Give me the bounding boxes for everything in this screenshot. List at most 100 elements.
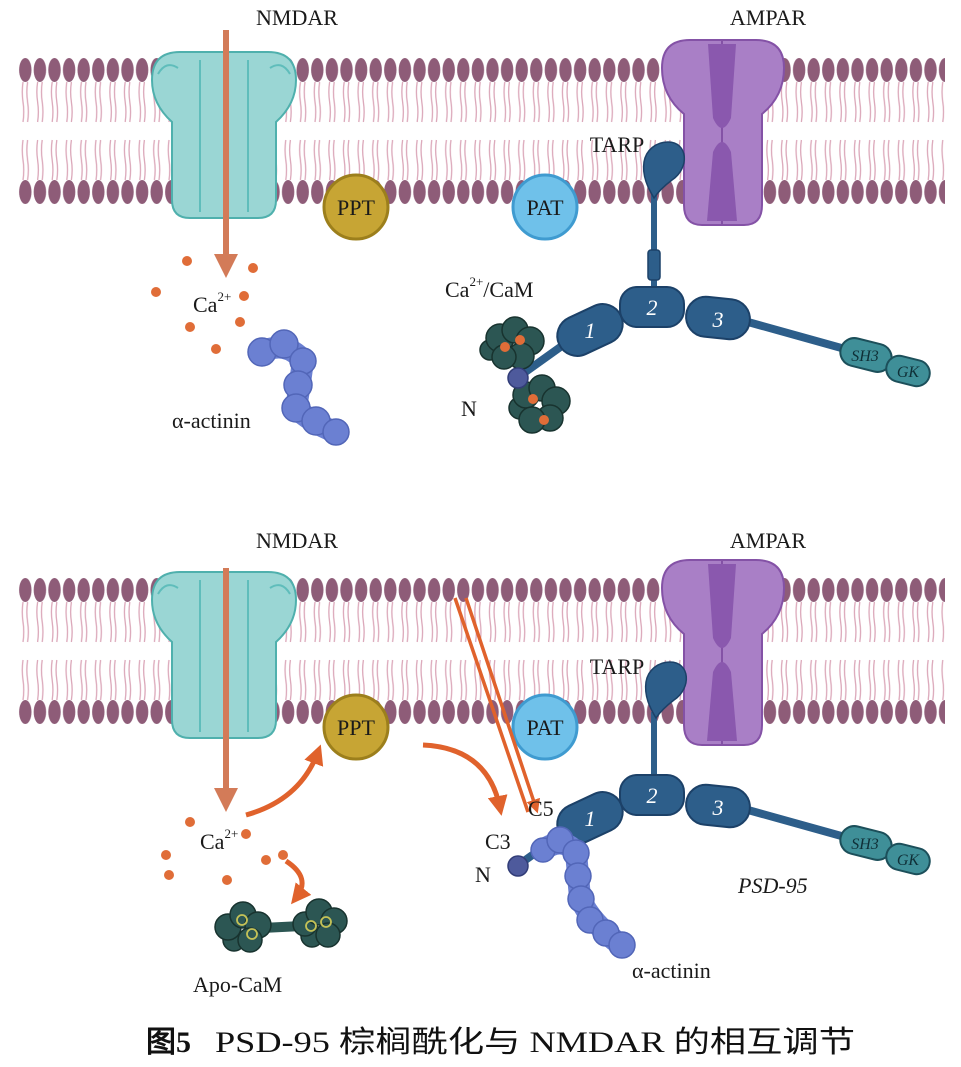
top-alpha-actinin (247, 329, 350, 446)
calcium-to-ppt-arrow (245, 744, 324, 818)
bottom-tarp (644, 661, 688, 780)
calcium-ion (261, 855, 271, 865)
calcium-label-sup: 2+ (224, 826, 238, 841)
calcium-ion (239, 291, 249, 301)
bottom-alpha-actinin (530, 826, 636, 959)
bottom-calcium-ions (161, 817, 288, 885)
psd95-sh3-label: SH3 (851, 836, 879, 853)
alpha-actinin-lobe (608, 931, 636, 959)
psd95-pdz2 (619, 286, 685, 328)
nmdar-notch-left (157, 584, 179, 595)
apo-cam-lobe (237, 927, 263, 953)
bound-calcium-ion (528, 394, 538, 404)
alpha-actinin-lobe (289, 347, 317, 375)
bottom-n-terminus-label: N (475, 862, 491, 887)
top-ca-calmodulin (479, 316, 571, 434)
psd95-pdz3 (685, 783, 751, 829)
bottom-ampar-channel (660, 559, 786, 746)
calcium-ion (235, 317, 245, 327)
top-nmdar-label: NMDAR (256, 5, 338, 30)
bottom-ppt-enzyme (322, 693, 390, 761)
nmdar-notch-right (269, 584, 291, 595)
psd95-pdz2 (619, 774, 685, 816)
alpha-actinin-lobe (269, 329, 299, 359)
top-psd95: 1 2 3 SH3 GK (513, 286, 931, 388)
psd95-gk-label: GK (897, 852, 921, 869)
tarp-head (642, 141, 686, 200)
top-pat-label: PAT (526, 195, 564, 220)
calcium-ion (222, 875, 232, 885)
top-pat-enzyme (511, 173, 579, 241)
bottom-alpha-actinin-label: α-actinin (632, 958, 711, 983)
bottom-nmdar-label: NMDAR (256, 528, 338, 553)
ampar-left-subunit (660, 559, 723, 746)
calcium-ion (182, 256, 192, 266)
ampar-pore-lower (707, 662, 737, 741)
top-alpha-actinin-label: α-actinin (172, 408, 251, 433)
ca-cam-label-base: Ca (445, 277, 470, 302)
bound-calcium-ion (515, 335, 525, 345)
empty-calcium-site (320, 916, 332, 928)
nmdar-right-subunit (223, 51, 298, 219)
ampar-right-subunit (721, 39, 786, 226)
bottom-palmitoylation-arrow (453, 597, 540, 814)
nmdar-notch-left (157, 64, 179, 75)
bottom-ampar-label: AMPAR (730, 528, 807, 553)
diagonal-arrow-line (464, 597, 540, 814)
psd95-pdz2-label: 2 (647, 783, 658, 808)
ampar-right-subunit (721, 559, 786, 746)
bottom-c3-label: C3 (485, 829, 511, 854)
psd95-gk-label: GK (897, 364, 921, 381)
bottom-apo-cam-label: Apo-CaM (193, 972, 282, 997)
bound-calcium-ion (500, 342, 510, 352)
nmdar-left-subunit (150, 571, 225, 739)
psd95-pdz3-label: 3 (712, 795, 724, 820)
bottom-ppt-label: PPT (337, 715, 375, 740)
psd95-pdz3-label: 3 (712, 307, 724, 332)
psd95-pdz3 (685, 295, 751, 341)
bottom-psd95: 1 2 3 SH3 GK (507, 774, 931, 877)
tarp-head (644, 661, 688, 720)
psd95-gk (885, 354, 931, 388)
calcium-ion (211, 344, 221, 354)
top-ppt-enzyme (322, 173, 390, 241)
alpha-actinin-lobe (564, 862, 592, 890)
ampar-pore-upper (708, 564, 736, 648)
ampar-left-subunit (660, 39, 723, 226)
alpha-actinin-lobe (322, 418, 350, 446)
empty-calcium-site (246, 928, 258, 940)
tarp-linker-box (647, 249, 661, 281)
calcium-label-base: Ca (193, 292, 218, 317)
top-ca-cam-label: Ca2+/CaM (445, 274, 533, 302)
calcium-label-sup: 2+ (217, 289, 231, 304)
top-psd95-n-terminus (507, 367, 529, 389)
diagonal-arrow-line (453, 597, 530, 813)
psd95-gk (885, 842, 931, 876)
top-ampar-channel (660, 39, 786, 226)
top-calcium-label: Ca2+ (193, 289, 231, 317)
ca-cam-label-rest: /CaM (483, 277, 533, 302)
calcium-ion (185, 817, 195, 827)
calcium-ion (151, 287, 161, 297)
calcium-ion (161, 850, 171, 860)
psd95-pdz2-label: 2 (647, 295, 658, 320)
ampar-pore-lower (707, 142, 737, 221)
bottom-apo-calmodulin (214, 898, 348, 953)
bottom-calcium-label: Ca2+ (200, 826, 238, 854)
nmdar-notch-right (269, 64, 291, 75)
nmdar-left-subunit (150, 51, 225, 219)
figure-caption-text: PSD-95 棕榈酰化与 NMDAR 的相互调节 (215, 1026, 855, 1059)
psd95-c-linker (744, 806, 849, 841)
psd95-sh3-label: SH3 (851, 348, 879, 365)
empty-calcium-site (305, 920, 317, 932)
bottom-nmdar-channel (150, 571, 298, 739)
top-nmdar-channel (150, 51, 298, 219)
bottom-tarp-label: TARP (590, 654, 644, 679)
apo-cam-lobe (315, 922, 341, 948)
calcium-ion (278, 850, 288, 860)
calcium-ion (164, 870, 174, 880)
empty-calcium-site (236, 914, 248, 926)
top-panel: NMDAR Ca2+ α-actinin PPT PAT (18, 5, 945, 446)
psd95-pdz1-label: 1 (585, 318, 596, 343)
